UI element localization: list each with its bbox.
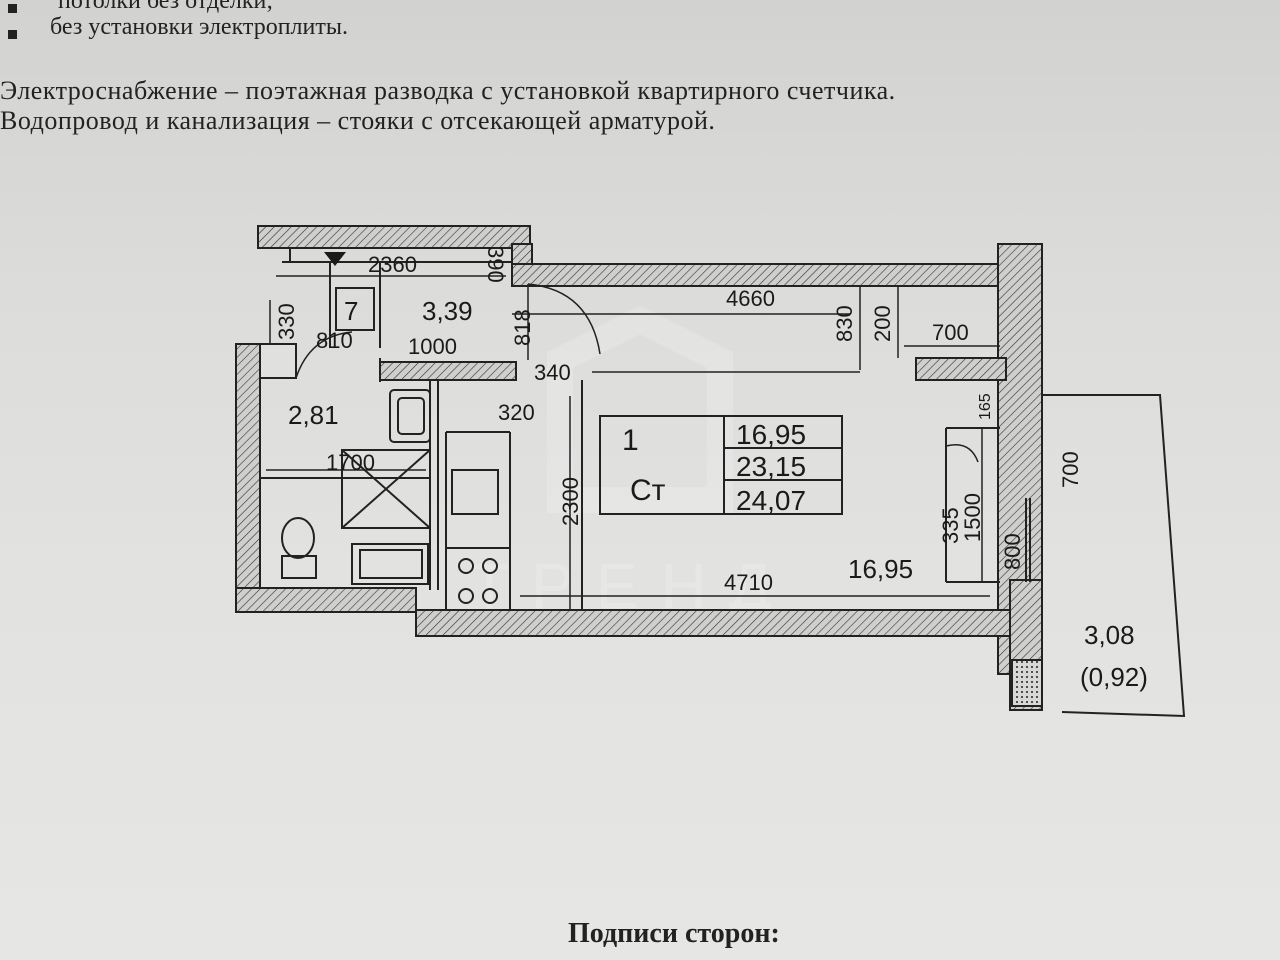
text-line-ceilings: потолки без отделки; bbox=[58, 0, 274, 14]
dim-1500: 1500 bbox=[960, 493, 985, 542]
table-total-with-balcony: 24,07 bbox=[736, 485, 806, 516]
dim-818: 818 bbox=[510, 309, 535, 346]
dim-4710: 4710 bbox=[724, 570, 773, 595]
dim-4660: 4660 bbox=[726, 286, 775, 311]
room-area: 16,95 bbox=[848, 554, 913, 584]
dim-2360: 2360 bbox=[368, 252, 417, 277]
dimension-lines bbox=[266, 275, 1000, 610]
dim-700-balcony: 700 bbox=[1058, 451, 1083, 488]
text-line-stove: без установки электроплиты. bbox=[50, 14, 348, 40]
dim-340: 340 bbox=[534, 360, 571, 385]
balcony-reduced-area: (0,92) bbox=[1080, 662, 1148, 692]
dim-320: 320 bbox=[498, 400, 535, 425]
dim-800: 800 bbox=[1000, 533, 1025, 570]
bath-fixtures bbox=[281, 389, 499, 604]
dim-390: 390 bbox=[483, 246, 508, 283]
dim-830: 830 bbox=[832, 305, 857, 342]
dim-330: 330 bbox=[274, 303, 299, 340]
hall-area: 3,39 bbox=[422, 296, 473, 326]
table-type: Ст bbox=[630, 474, 666, 507]
shaft-mark: 7 bbox=[344, 296, 358, 326]
text-line-power: Электроснабжение – поэтажная разводка с … bbox=[0, 76, 896, 105]
dim-165: 165 bbox=[977, 393, 994, 420]
table-total-area: 23,15 bbox=[736, 451, 806, 482]
table-rooms-count: 1 bbox=[622, 424, 639, 457]
dim-810: 810 bbox=[316, 328, 353, 353]
dim-700-top: 700 bbox=[932, 320, 969, 345]
dim-2300: 2300 bbox=[558, 477, 583, 526]
bullet-icon bbox=[8, 4, 17, 13]
walls bbox=[235, 225, 1043, 711]
room-labels: 7 3,39 2,81 16,95 3,08 (0,92) bbox=[288, 287, 1148, 692]
text-line-water: Водопровод и канализация – стояки с отсе… bbox=[0, 106, 716, 135]
dim-1000: 1000 bbox=[408, 334, 457, 359]
dim-200: 200 bbox=[870, 305, 895, 342]
door-arcs bbox=[295, 283, 979, 463]
dimension-labels: 2360 390 330 810 1000 818 4660 830 200 7… bbox=[274, 246, 1083, 595]
dim-1700: 1700 bbox=[326, 450, 375, 475]
shaft-box bbox=[335, 287, 375, 331]
apartment-summary-table: 1 Ст 16,95 23,15 24,07 bbox=[599, 415, 843, 516]
table-living-area: 16,95 bbox=[736, 419, 806, 450]
bullet-icon bbox=[8, 30, 17, 39]
bath-area: 2,81 bbox=[288, 400, 339, 430]
signatures-heading: Подписи сторон: bbox=[568, 918, 780, 949]
balcony-area: 3,08 bbox=[1084, 620, 1135, 650]
riser-triangle-icon bbox=[324, 252, 346, 266]
dim-335: 335 bbox=[938, 507, 963, 544]
